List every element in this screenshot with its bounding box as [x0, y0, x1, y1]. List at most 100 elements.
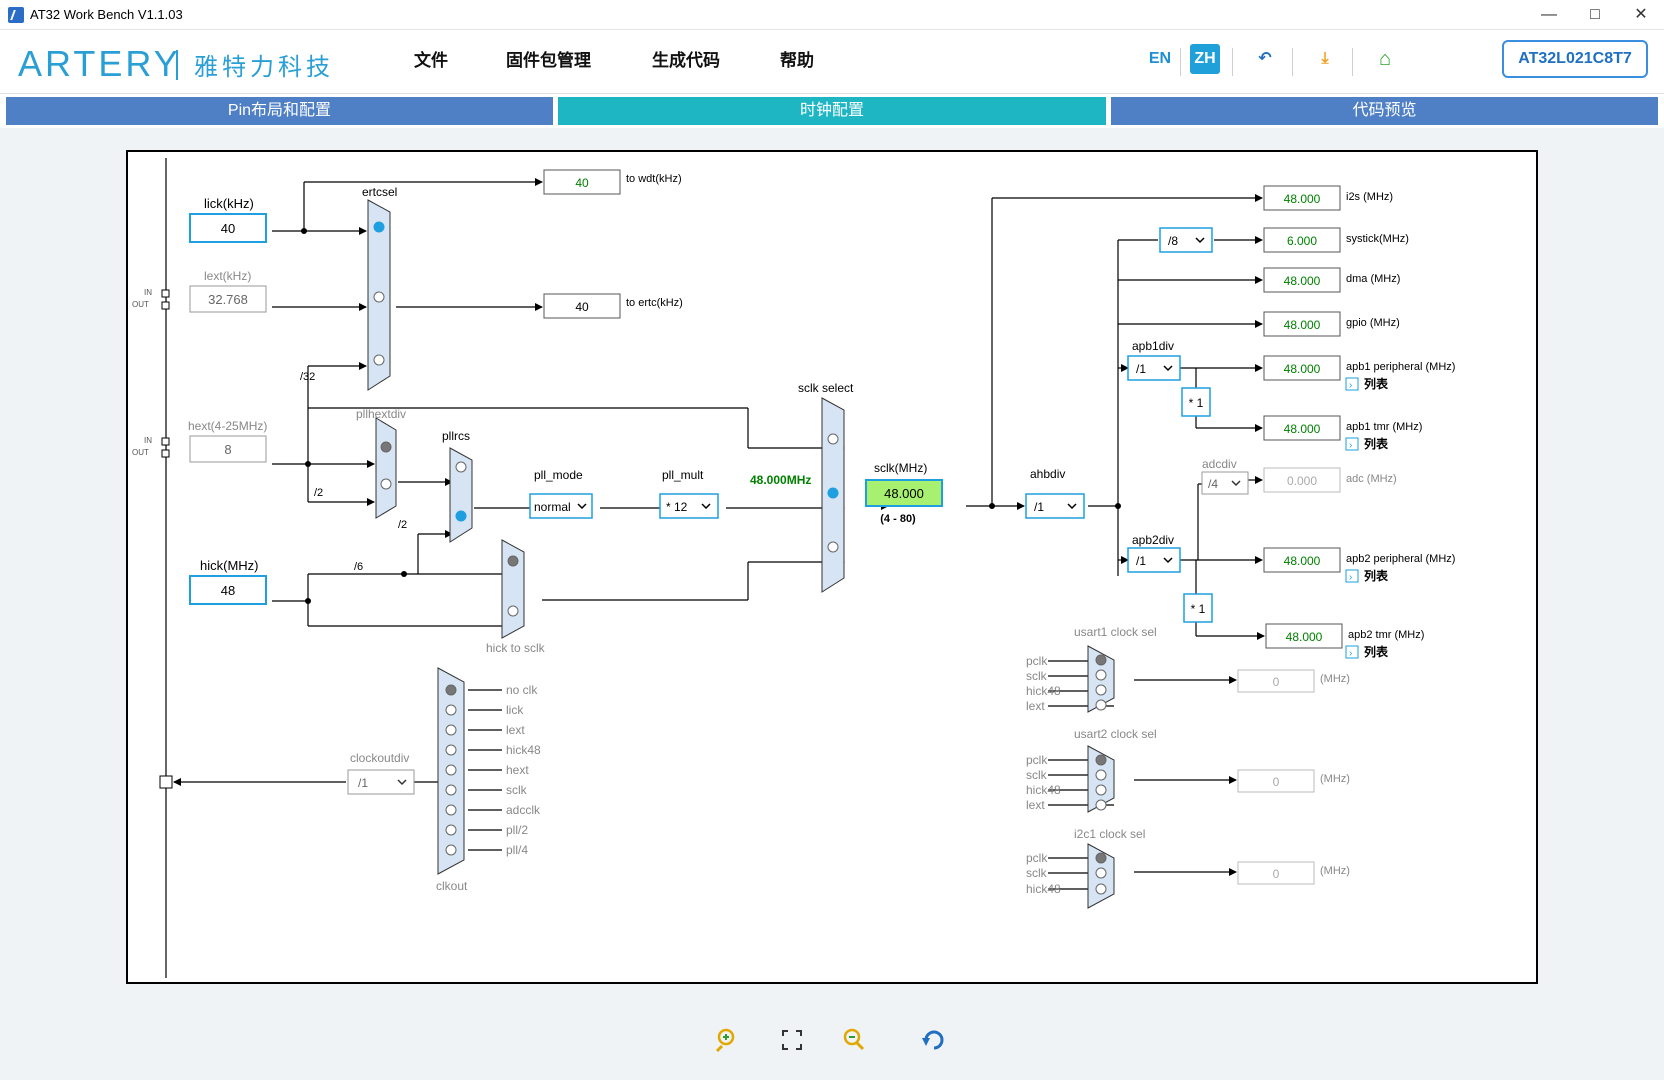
expand-icon[interactable] — [1345, 377, 1359, 391]
adcdiv-select[interactable] — [1201, 471, 1249, 495]
apb1-tmr-multiplier[interactable] — [1181, 387, 1211, 417]
minimize-button[interactable]: — — [1541, 6, 1557, 23]
apb2-peripheral-list-link[interactable]: 列表 — [1364, 568, 1389, 583]
lang-zh-button[interactable]: ZH — [1190, 44, 1220, 74]
title-bar: AT32 Work Bench V1.1.03 — □ ✕ — [0, 0, 1664, 30]
div6-label: /6 — [354, 561, 363, 573]
ertcsel-label: ertcsel — [362, 185, 397, 199]
zoom-in-icon[interactable] — [714, 1026, 742, 1054]
pllhextdiv-option-1[interactable] — [380, 441, 392, 453]
hick-sclk-option-6[interactable] — [507, 555, 519, 567]
close-button[interactable]: ✕ — [1634, 6, 1648, 23]
hext-in-label: IN — [144, 436, 152, 445]
i2c1-option-sclk[interactable] — [1095, 867, 1107, 879]
usart2-option-hick48[interactable] — [1095, 784, 1107, 796]
sclk-label: sclk(MHz) — [874, 461, 927, 475]
apb2div-value: /1 — [1136, 554, 1146, 568]
home-icon[interactable]: ⌂ — [1378, 48, 1392, 70]
apb1div-select[interactable] — [1127, 355, 1181, 381]
pllrcs-option-hick[interactable] — [455, 510, 467, 522]
svg-text:›: › — [1349, 440, 1352, 451]
lick-value: 40 — [221, 221, 235, 236]
clkout-option-pll4[interactable] — [445, 844, 457, 856]
adc-output-box — [1263, 467, 1341, 493]
sclk-select-option-pll[interactable] — [827, 487, 839, 499]
lang-en-button[interactable]: EN — [1148, 50, 1172, 67]
apb2-tmr-multiplier[interactable] — [1183, 593, 1213, 623]
pllrcs-option-hext[interactable] — [455, 461, 467, 473]
sclk-input[interactable] — [865, 479, 943, 507]
usart1-output-box — [1237, 669, 1315, 693]
clkout-option-lext[interactable] — [445, 724, 457, 736]
apb2-tmr-value: 48.000 — [1286, 630, 1323, 644]
ertcsel-option-lick[interactable] — [373, 221, 385, 233]
clkout-option-adcclk[interactable] — [445, 804, 457, 816]
hext-input[interactable] — [189, 435, 267, 463]
download-icon[interactable]: ⤓ — [1321, 50, 1329, 67]
usart2-option-pclk[interactable] — [1095, 754, 1107, 766]
hext-value: 8 — [224, 442, 231, 457]
svg-text:›: › — [1349, 380, 1352, 391]
ertcsel-option-lext[interactable] — [373, 291, 385, 303]
apb2-tmr-list-link[interactable]: 列表 — [1364, 644, 1389, 659]
lext-input[interactable] — [189, 285, 267, 313]
apb1-tmr-list-link[interactable]: 列表 — [1364, 436, 1389, 451]
fit-screen-icon[interactable] — [778, 1026, 806, 1054]
usart2-output-value: 0 — [1273, 775, 1280, 789]
div32-label: /32 — [300, 371, 315, 383]
apb2-peripheral-label: apb2 peripheral (MHz) — [1346, 553, 1455, 565]
ertcsel-option-hext32[interactable] — [373, 354, 385, 366]
hext-label: hext(4-25MHz) — [188, 419, 267, 433]
expand-icon[interactable] — [1345, 645, 1359, 659]
clkout-option-hext[interactable] — [445, 764, 457, 776]
undo-icon[interactable]: ↶ — [1258, 50, 1272, 67]
systick-div-select[interactable] — [1159, 227, 1213, 253]
tab-pin-layout[interactable]: Pin布局和配置 — [6, 97, 553, 125]
ertc-label: to ertc(kHz) — [626, 297, 683, 309]
hick-sclk-option-48[interactable] — [507, 605, 519, 617]
sclk-select-option-hext[interactable] — [827, 433, 839, 445]
usart1-option-lext[interactable] — [1095, 699, 1107, 711]
clkout-option-sclk[interactable] — [445, 784, 457, 796]
menu-file[interactable]: 文件 — [414, 51, 448, 70]
lick-input[interactable] — [189, 213, 267, 243]
clockoutdiv-label: clockoutdiv — [350, 751, 409, 765]
usart2-input-pclk: pclk — [1026, 753, 1048, 767]
device-button[interactable]: AT32L021C8T7 — [1502, 40, 1648, 78]
i2s-label: i2s (MHz) — [1346, 191, 1393, 203]
hick-input[interactable] — [189, 575, 267, 605]
apb2-tmr-label: apb2 tmr (MHz) — [1348, 629, 1424, 641]
zoom-out-icon[interactable] — [840, 1026, 868, 1054]
menu-firmware[interactable]: 固件包管理 — [506, 51, 591, 70]
wdt-output-box — [543, 169, 621, 195]
maximize-button[interactable]: □ — [1590, 6, 1600, 23]
usart2-option-sclk[interactable] — [1095, 769, 1107, 781]
apb1-peripheral-list-link[interactable]: 列表 — [1364, 376, 1389, 391]
expand-icon[interactable] — [1345, 569, 1359, 583]
sclk-select-option-hick[interactable] — [827, 541, 839, 553]
clkout-input-noclk: no clk — [506, 683, 538, 697]
apb2div-select[interactable] — [1127, 547, 1181, 573]
clkout-option-noclk[interactable] — [445, 684, 457, 696]
clock-tree-diagram: IN OUT IN OUT lick(kHz) 40 lext(kHz) 32.… — [132, 158, 1455, 978]
i2c1-option-pclk[interactable] — [1095, 852, 1107, 864]
menu-help[interactable]: 帮助 — [780, 51, 814, 70]
clkout-option-lick[interactable] — [445, 704, 457, 716]
pll-output-freq: 48.000MHz — [750, 473, 811, 487]
apb2-peripheral-value: 48.000 — [1284, 554, 1321, 568]
tab-code-preview[interactable]: 代码预览 — [1111, 97, 1658, 125]
tab-clock-config[interactable]: 时钟配置 — [558, 97, 1106, 125]
menu-generate-code[interactable]: 生成代码 — [652, 51, 720, 70]
reset-view-icon[interactable] — [920, 1026, 948, 1054]
usart2-option-lext[interactable] — [1095, 799, 1107, 811]
pllhextdiv-option-2[interactable] — [380, 478, 392, 490]
expand-icon[interactable] — [1345, 437, 1359, 451]
gpio-output-box — [1263, 311, 1341, 337]
usart1-option-hick48[interactable] — [1095, 684, 1107, 696]
clkout-option-pll2[interactable] — [445, 824, 457, 836]
pll-mode-select[interactable] — [529, 493, 593, 519]
usart1-option-pclk[interactable] — [1095, 654, 1107, 666]
clkout-option-hick48[interactable] — [445, 744, 457, 756]
usart1-option-sclk[interactable] — [1095, 669, 1107, 681]
i2c1-option-hick48[interactable] — [1095, 883, 1107, 895]
